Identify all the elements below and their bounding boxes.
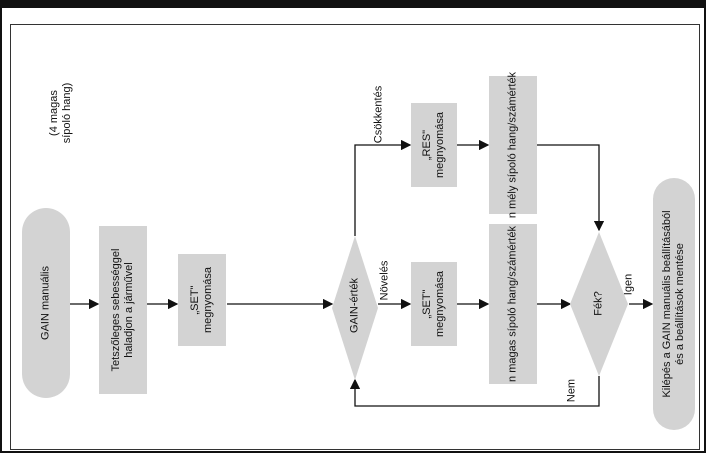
low-tone-node: n mély sípoló hang/számérték	[489, 72, 537, 218]
yes-label: Igen	[622, 273, 635, 296]
note-line1: (4 magas	[48, 90, 60, 136]
note-line2: sípoló hang)	[61, 82, 73, 144]
decision-diamond	[332, 236, 378, 380]
start-node: GAIN manuális	[22, 208, 70, 398]
no-label: Nem	[565, 378, 578, 403]
arrow-brake-loop-back	[349, 376, 600, 407]
end-label-line2: és a beállítások mentése	[674, 243, 686, 365]
connectors	[70, 139, 654, 407]
increase-label: Növelés	[378, 260, 391, 301]
end-label-line1: Kilépés a GAIN manuális beállításából	[661, 210, 673, 398]
end-node: Kilépés a GAIN manuális beállításából és…	[653, 178, 695, 430]
diagram-inner-border	[10, 24, 700, 450]
arrow-decision-to-res	[354, 139, 412, 236]
set-press-node-1: „SET" megnyomása	[178, 254, 226, 346]
set-press-node-2: „SET" megnyomása	[411, 262, 457, 346]
res-press-node: „RES" megnyomása	[411, 103, 457, 187]
decrease-label: Csökkentés	[372, 85, 385, 144]
drive-node: Tetszőleges sebességgel haladjon a jármű…	[99, 226, 147, 394]
note-label: (4 magas sípoló hang)	[48, 78, 74, 148]
brake-label: Fék?	[592, 291, 605, 316]
brake-diamond	[570, 232, 628, 376]
arrow-lowtone-to-brake	[537, 144, 605, 232]
high-tone-node: n magas sípoló hang/számérték	[489, 224, 537, 384]
